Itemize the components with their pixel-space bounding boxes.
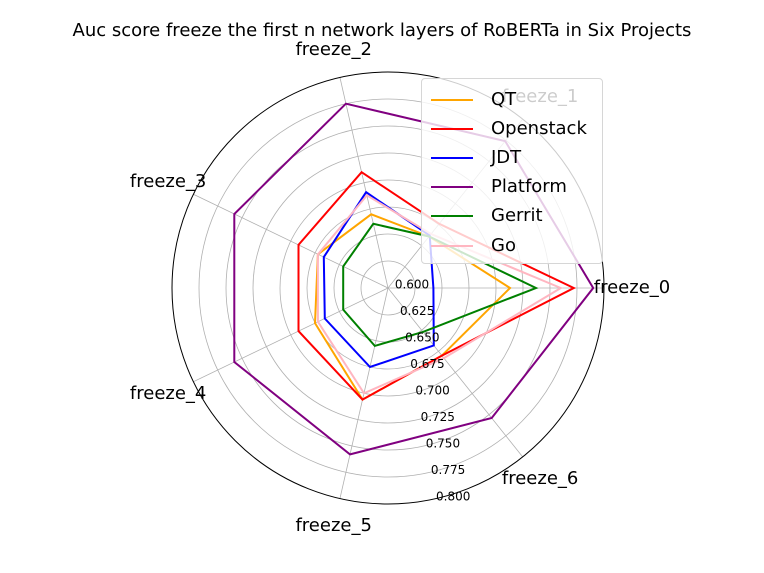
radial-tick-label: 0.600 <box>395 278 429 292</box>
axis-label-freeze-5: freeze_5 <box>295 515 371 536</box>
grid-spoke <box>193 193 389 289</box>
legend-label: Go <box>491 234 516 256</box>
legend-label: QT <box>491 88 517 110</box>
axis-label-freeze-0: freeze_0 <box>594 277 670 298</box>
legend-label: JDT <box>491 146 522 168</box>
legend-label: Gerrit <box>491 205 543 227</box>
legend-swatch <box>431 244 473 247</box>
radial-tick-label: 0.725 <box>421 410 455 424</box>
radial-tick-label: 0.675 <box>410 357 444 371</box>
radial-tick-label: 0.800 <box>436 490 470 504</box>
legend-item-gerrit: Gerrit <box>422 202 602 231</box>
axis-label-freeze-3: freeze_3 <box>130 171 206 192</box>
grid-spoke <box>339 77 389 289</box>
chart-title: Auc score freeze the first n network lay… <box>72 20 692 41</box>
legend-label: Openstack <box>491 117 587 139</box>
radial-tick-label: 0.625 <box>400 304 434 318</box>
series-line-jdt <box>322 190 435 369</box>
label-layer: 0.600 0.625 0.650 0.675 0.700 0.725 0.750 0.775… <box>130 39 670 536</box>
series-layer <box>233 102 595 456</box>
grid-spoke <box>193 287 389 383</box>
legend-item-jdt: JDT <box>422 143 602 172</box>
legend-swatch <box>431 215 473 218</box>
legend-swatch <box>431 127 473 130</box>
axis-label-freeze-4: freeze_4 <box>130 383 206 404</box>
legend-swatch <box>431 186 473 189</box>
radial-tick-label: 0.700 <box>415 384 449 398</box>
legend-swatch <box>431 98 473 101</box>
legend-item-go: Go <box>422 231 602 260</box>
axis-label-freeze-2: freeze_2 <box>295 39 371 60</box>
axis-label-freeze-6: freeze_6 <box>502 468 578 489</box>
legend-item-openstack: Openstack <box>422 114 602 143</box>
radial-tick-label: 0.775 <box>431 463 465 477</box>
radial-tick-label: 0.750 <box>426 437 460 451</box>
legend-item-platform: Platform <box>422 173 602 202</box>
series-line-gerrit <box>342 222 539 348</box>
series-line-go <box>316 193 564 395</box>
radial-tick-label: 0.650 <box>405 331 439 345</box>
legend-swatch <box>431 156 473 159</box>
legend: QT Openstack JDT Platform Gerrit Go <box>421 78 603 264</box>
grid-spoke <box>387 287 523 458</box>
polar-frame <box>171 71 605 505</box>
legend-item-qt: QT <box>422 85 602 114</box>
legend-label: Platform <box>491 176 567 198</box>
